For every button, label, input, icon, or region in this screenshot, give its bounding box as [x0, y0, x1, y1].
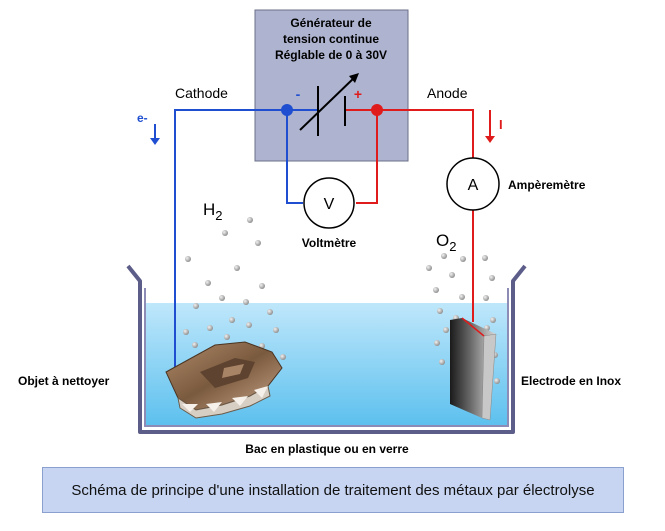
generator-title-1: Générateur de: [290, 16, 372, 30]
minus-sign: -: [296, 86, 301, 102]
generator-title-3: Réglable de 0 à 30V: [275, 48, 387, 62]
electrode-label: Electrode en Inox: [521, 374, 621, 388]
generator-box: [254, 9, 409, 162]
voltmeter-dial: [303, 177, 355, 229]
anode-label: Anode: [427, 85, 468, 101]
electron-label: e-: [137, 111, 148, 125]
voltmeter-label: Voltmètre: [302, 236, 357, 250]
cathode-wire: [174, 109, 287, 376]
voltmeter-pos-wire: [356, 110, 378, 204]
caption-box: Schéma de principe d'une installation de…: [42, 467, 624, 513]
anode-wire: [377, 109, 474, 158]
o2-base: O: [436, 231, 449, 250]
h2-subscript: 2: [215, 208, 222, 223]
plus-sign: +: [354, 86, 362, 102]
negative-terminal: [281, 104, 293, 116]
tank-wall: [126, 264, 527, 434]
tank-wall-inner: [144, 288, 509, 427]
object-label: Objet à nettoyer: [18, 374, 110, 388]
h2-base: H: [203, 200, 215, 219]
tank-label: Bac en plastique ou en verre: [245, 442, 409, 456]
electron-arrow-head-icon: [150, 138, 160, 145]
current-label: I: [499, 117, 503, 132]
voltmeter-neg-wire: [286, 110, 303, 204]
current-arrow-head-icon: [485, 136, 495, 143]
o2-subscript: 2: [449, 239, 456, 254]
voltmeter-symbol: V: [324, 196, 335, 213]
positive-terminal: [371, 104, 383, 116]
ammeter-symbol: A: [468, 177, 479, 194]
object-to-clean: [165, 341, 283, 419]
o2-bubbles: [426, 253, 500, 384]
stainless-electrode: [450, 317, 497, 421]
o2-label: O2: [436, 231, 456, 254]
ammeter-dial: [446, 157, 500, 211]
h2-label: H2: [203, 200, 223, 223]
caption-text: Schéma de principe d'une installation de…: [71, 481, 595, 499]
ammeter-label: Ampèremètre: [508, 178, 586, 192]
generator-title-2: tension continue: [283, 32, 379, 46]
variable-arrow-head-icon: [349, 73, 359, 83]
cathode-label: Cathode: [175, 85, 228, 101]
variable-arrow-icon: [299, 75, 357, 131]
